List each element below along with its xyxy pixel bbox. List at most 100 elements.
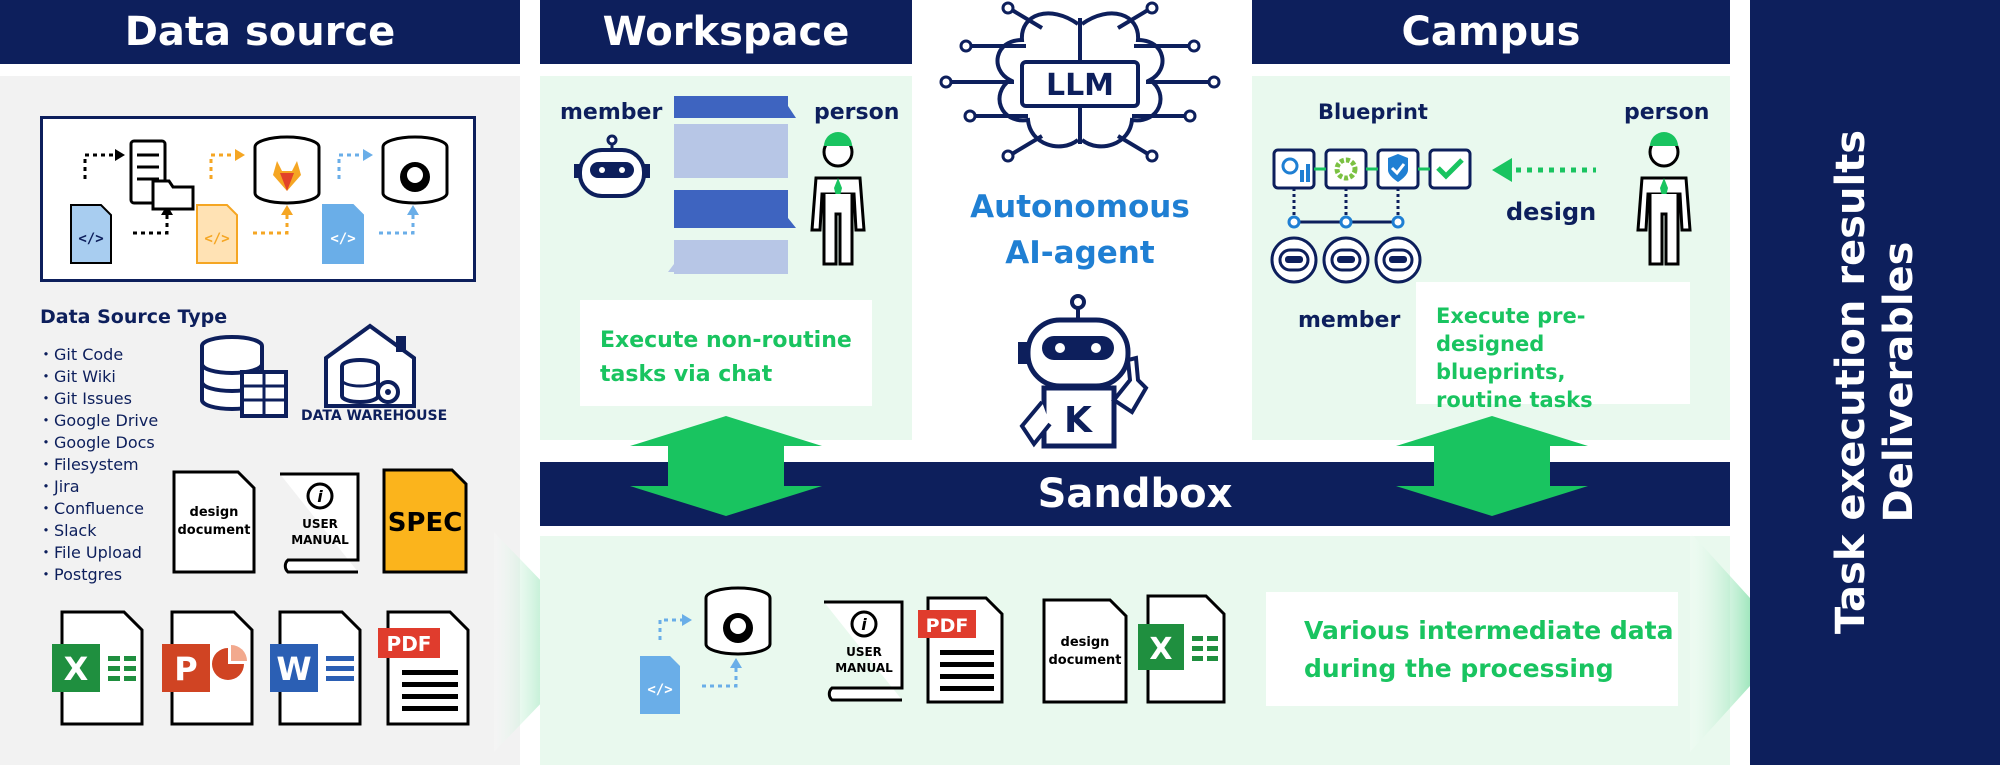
results-line2: Deliverables bbox=[1876, 241, 1922, 523]
svg-text:K: K bbox=[1064, 400, 1093, 441]
design-document-line2: document bbox=[177, 523, 251, 538]
list-item: Google Drive bbox=[38, 410, 158, 432]
svg-text:PDF: PDF bbox=[387, 632, 432, 656]
data-source-header: Data source bbox=[0, 0, 520, 64]
svg-text:</>: </> bbox=[647, 682, 672, 698]
user-manual-icon: i USER MANUAL bbox=[278, 470, 364, 574]
chat-messages-graphic bbox=[668, 96, 796, 274]
campus-person-label: person bbox=[1624, 100, 1710, 125]
svg-text:</>: </> bbox=[204, 231, 229, 247]
campus-member-label: member bbox=[1298, 308, 1401, 333]
sandbox-design-line1: design bbox=[1060, 635, 1110, 650]
workspace-desc-line2: tasks via chat bbox=[600, 362, 773, 387]
design-label: design bbox=[1506, 198, 1597, 226]
list-item: Git Issues bbox=[38, 388, 158, 410]
svg-text:</>: </> bbox=[330, 231, 355, 247]
campus-desc-line2: blueprints, bbox=[1436, 360, 1566, 384]
svg-text:PDF: PDF bbox=[926, 615, 969, 637]
sandbox-desc-line2: during the processing bbox=[1304, 654, 1614, 683]
campus-header: Campus bbox=[1252, 0, 1730, 64]
list-item: Postgres bbox=[38, 564, 158, 586]
svg-text:LLM: LLM bbox=[1046, 68, 1114, 103]
agent-line2: AI-agent bbox=[1005, 235, 1155, 271]
design-arrow bbox=[1492, 158, 1596, 182]
campus-desc-line3: routine tasks bbox=[1436, 388, 1593, 412]
data-source-title: Data source bbox=[124, 9, 396, 55]
code-file-orange-icon: </> bbox=[196, 204, 238, 264]
campus-title: Campus bbox=[1401, 9, 1581, 55]
list-item: Jira bbox=[38, 476, 158, 498]
robot-member-icon bbox=[574, 134, 650, 198]
autonomous-agent-label: Autonomous AI-agent bbox=[930, 184, 1230, 276]
ai-agent-robot-icon: K bbox=[1018, 294, 1149, 449]
member-robot-icons bbox=[1270, 236, 1422, 284]
svg-text:X: X bbox=[1149, 632, 1172, 667]
design-document-line1: design bbox=[189, 505, 239, 520]
sandbox-design-document-icon: design document bbox=[1042, 598, 1128, 704]
svg-text:i: i bbox=[861, 615, 867, 634]
results-flow-arrow bbox=[1690, 532, 1790, 752]
list-item: File Upload bbox=[38, 542, 158, 564]
gitlab-database-icon bbox=[253, 135, 321, 205]
agent-line1: Autonomous bbox=[970, 189, 1190, 225]
list-item: Filesystem bbox=[38, 454, 158, 476]
workspace-person-label: person bbox=[814, 100, 900, 125]
data-source-type-title: Data Source Type bbox=[40, 306, 228, 328]
svg-text:</>: </> bbox=[78, 231, 103, 247]
excel-file-icon: X bbox=[52, 610, 144, 726]
user-manual-line2: MANUAL bbox=[291, 533, 349, 547]
flow-arrow bbox=[133, 213, 169, 235]
results-panel bbox=[1750, 0, 2000, 765]
sandbox-excel-file-icon: X bbox=[1138, 594, 1226, 704]
workspace-desc-line1: Execute non-routine bbox=[600, 328, 852, 353]
design-document-icon: design document bbox=[172, 470, 256, 574]
sandbox-manual-line2: MANUAL bbox=[835, 661, 893, 675]
workspace-title: Workspace bbox=[602, 9, 850, 55]
blueprint-label: Blueprint bbox=[1318, 100, 1428, 124]
filesystem-server-icon bbox=[129, 139, 195, 211]
code-file-icon: </> bbox=[70, 204, 112, 264]
list-item: Slack bbox=[38, 520, 158, 542]
list-item: Git Code bbox=[38, 344, 158, 366]
sandbox-description-box: Various intermediate data during the pro… bbox=[1266, 592, 1678, 706]
sandbox-title: Sandbox bbox=[1037, 471, 1233, 517]
database-table-icon bbox=[200, 335, 288, 418]
sandbox-pdf-file-icon: PDF bbox=[918, 596, 1004, 704]
list-item: Google Docs bbox=[38, 432, 158, 454]
campus-desc-line1: Execute pre-designed bbox=[1436, 304, 1586, 356]
svg-text:i: i bbox=[317, 487, 323, 506]
code-file-blue-icon: </> bbox=[322, 204, 364, 264]
campus-person-icon bbox=[1636, 132, 1692, 266]
results-line1: Task execution results bbox=[1828, 129, 1874, 635]
data-source-type-list: Git Code Git Wiki Git Issues Google Driv… bbox=[38, 344, 158, 586]
spec-document-icon: SPEC bbox=[382, 468, 468, 574]
sandbox-manual-line1: USER bbox=[846, 645, 882, 659]
workspace-sandbox-arrow bbox=[630, 416, 822, 516]
list-item: Git Wiki bbox=[38, 366, 158, 388]
repository-box: </> </> </> bbox=[40, 116, 476, 282]
campus-sandbox-arrow bbox=[1396, 416, 1588, 516]
sandbox-design-line2: document bbox=[1048, 653, 1122, 668]
llm-brain-icon: LLM bbox=[939, 1, 1221, 163]
workspace-description-box: Execute non-routine tasks via chat bbox=[580, 300, 872, 406]
svg-text:P: P bbox=[174, 650, 197, 688]
github-database-icon bbox=[381, 135, 449, 205]
user-manual-line1: USER bbox=[302, 517, 338, 531]
data-warehouse-label: DATA WAREHOUSE bbox=[301, 408, 448, 424]
list-item: Confluence bbox=[38, 498, 158, 520]
workspace-member-label: member bbox=[560, 100, 663, 125]
svg-text:X: X bbox=[64, 650, 89, 688]
data-warehouse-icon bbox=[324, 323, 416, 408]
powerpoint-file-icon: P bbox=[162, 610, 254, 726]
campus-description-box: Execute pre-designed blueprints, routine… bbox=[1416, 282, 1690, 412]
person-icon bbox=[810, 132, 866, 266]
sandbox-user-manual-icon: i USER MANUAL bbox=[822, 598, 908, 702]
blueprint-workflow-graphic bbox=[1270, 148, 1472, 284]
workspace-header: Workspace bbox=[540, 0, 912, 64]
sandbox-desc-line1: Various intermediate data bbox=[1304, 616, 1674, 645]
svg-text:W: W bbox=[276, 650, 311, 688]
sandbox-code-flow-graphic: </> bbox=[640, 586, 772, 714]
spec-label: SPEC bbox=[387, 508, 463, 538]
repository-flow-graphic: </> </> </> bbox=[70, 135, 449, 264]
word-file-icon: W bbox=[270, 610, 362, 726]
